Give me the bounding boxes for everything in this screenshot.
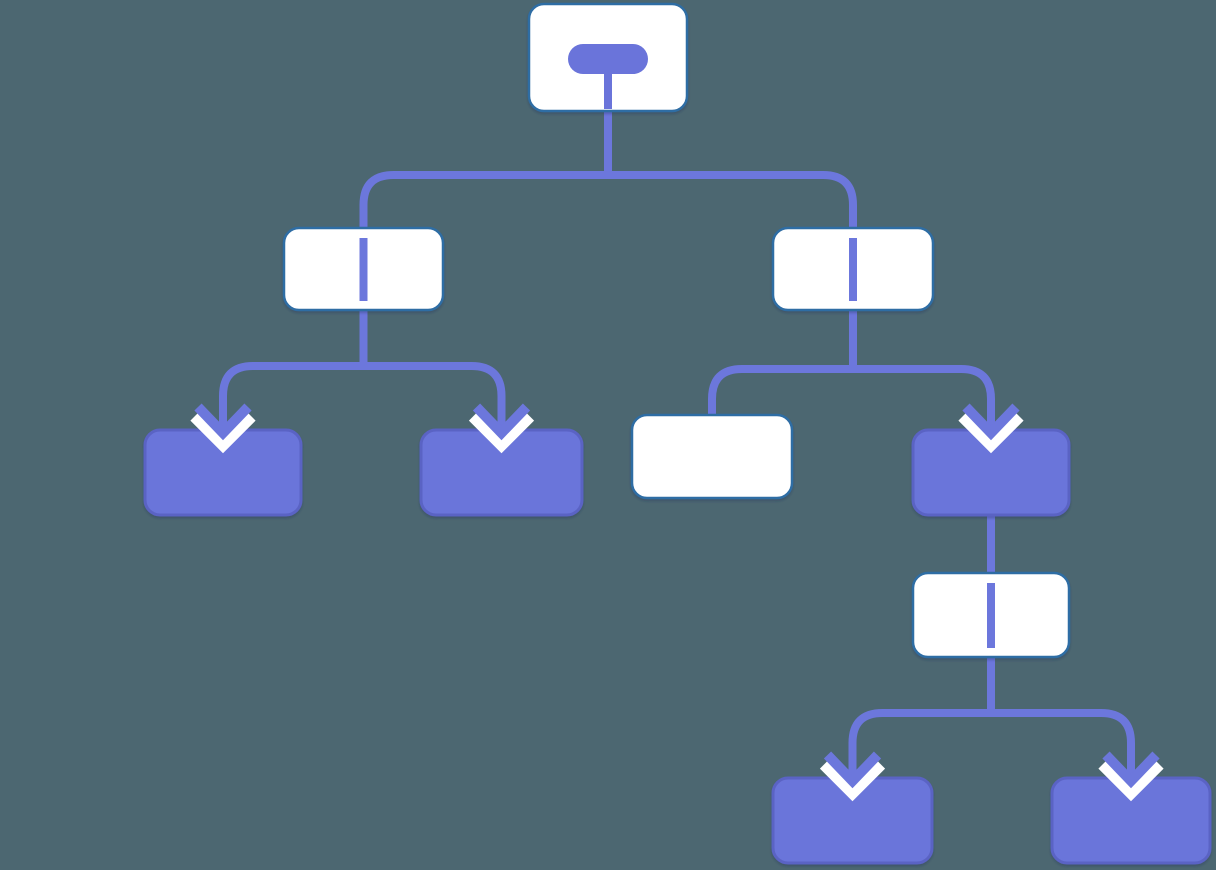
node-node-low[interactable] (911, 571, 1071, 659)
chevron-white (1098, 759, 1164, 802)
connector-layer (219, 111, 1135, 755)
double-chevron-down-icon (190, 400, 256, 454)
chevron-purple (823, 751, 882, 789)
double-chevron-down-icon (1098, 748, 1164, 802)
chevron-purple (194, 403, 252, 441)
chevron-white (468, 411, 535, 454)
chevron-purple (962, 403, 1020, 441)
chevron-purple (472, 403, 531, 441)
double-chevron-down-icon (819, 748, 886, 802)
connector (219, 362, 506, 407)
node-layer (143, 2, 1212, 865)
node-node-plain[interactable] (630, 413, 794, 500)
chevron-white (819, 759, 886, 802)
chevron-purple (1102, 751, 1160, 789)
node-branch-right[interactable] (771, 226, 935, 312)
double-chevron-down-icon (468, 400, 535, 454)
root-pill-icon (568, 44, 648, 74)
arrowhead-layer (190, 400, 1164, 802)
double-chevron-down-icon (958, 400, 1024, 454)
root-pill-stem (604, 72, 612, 109)
chevron-white (190, 411, 256, 454)
connector (708, 365, 995, 421)
node-root[interactable] (527, 2, 689, 113)
chevron-white (958, 411, 1024, 454)
node-branch-left[interactable] (282, 226, 445, 312)
connector (848, 709, 1135, 755)
node-body-white[interactable] (630, 413, 794, 500)
connector (359, 171, 857, 234)
